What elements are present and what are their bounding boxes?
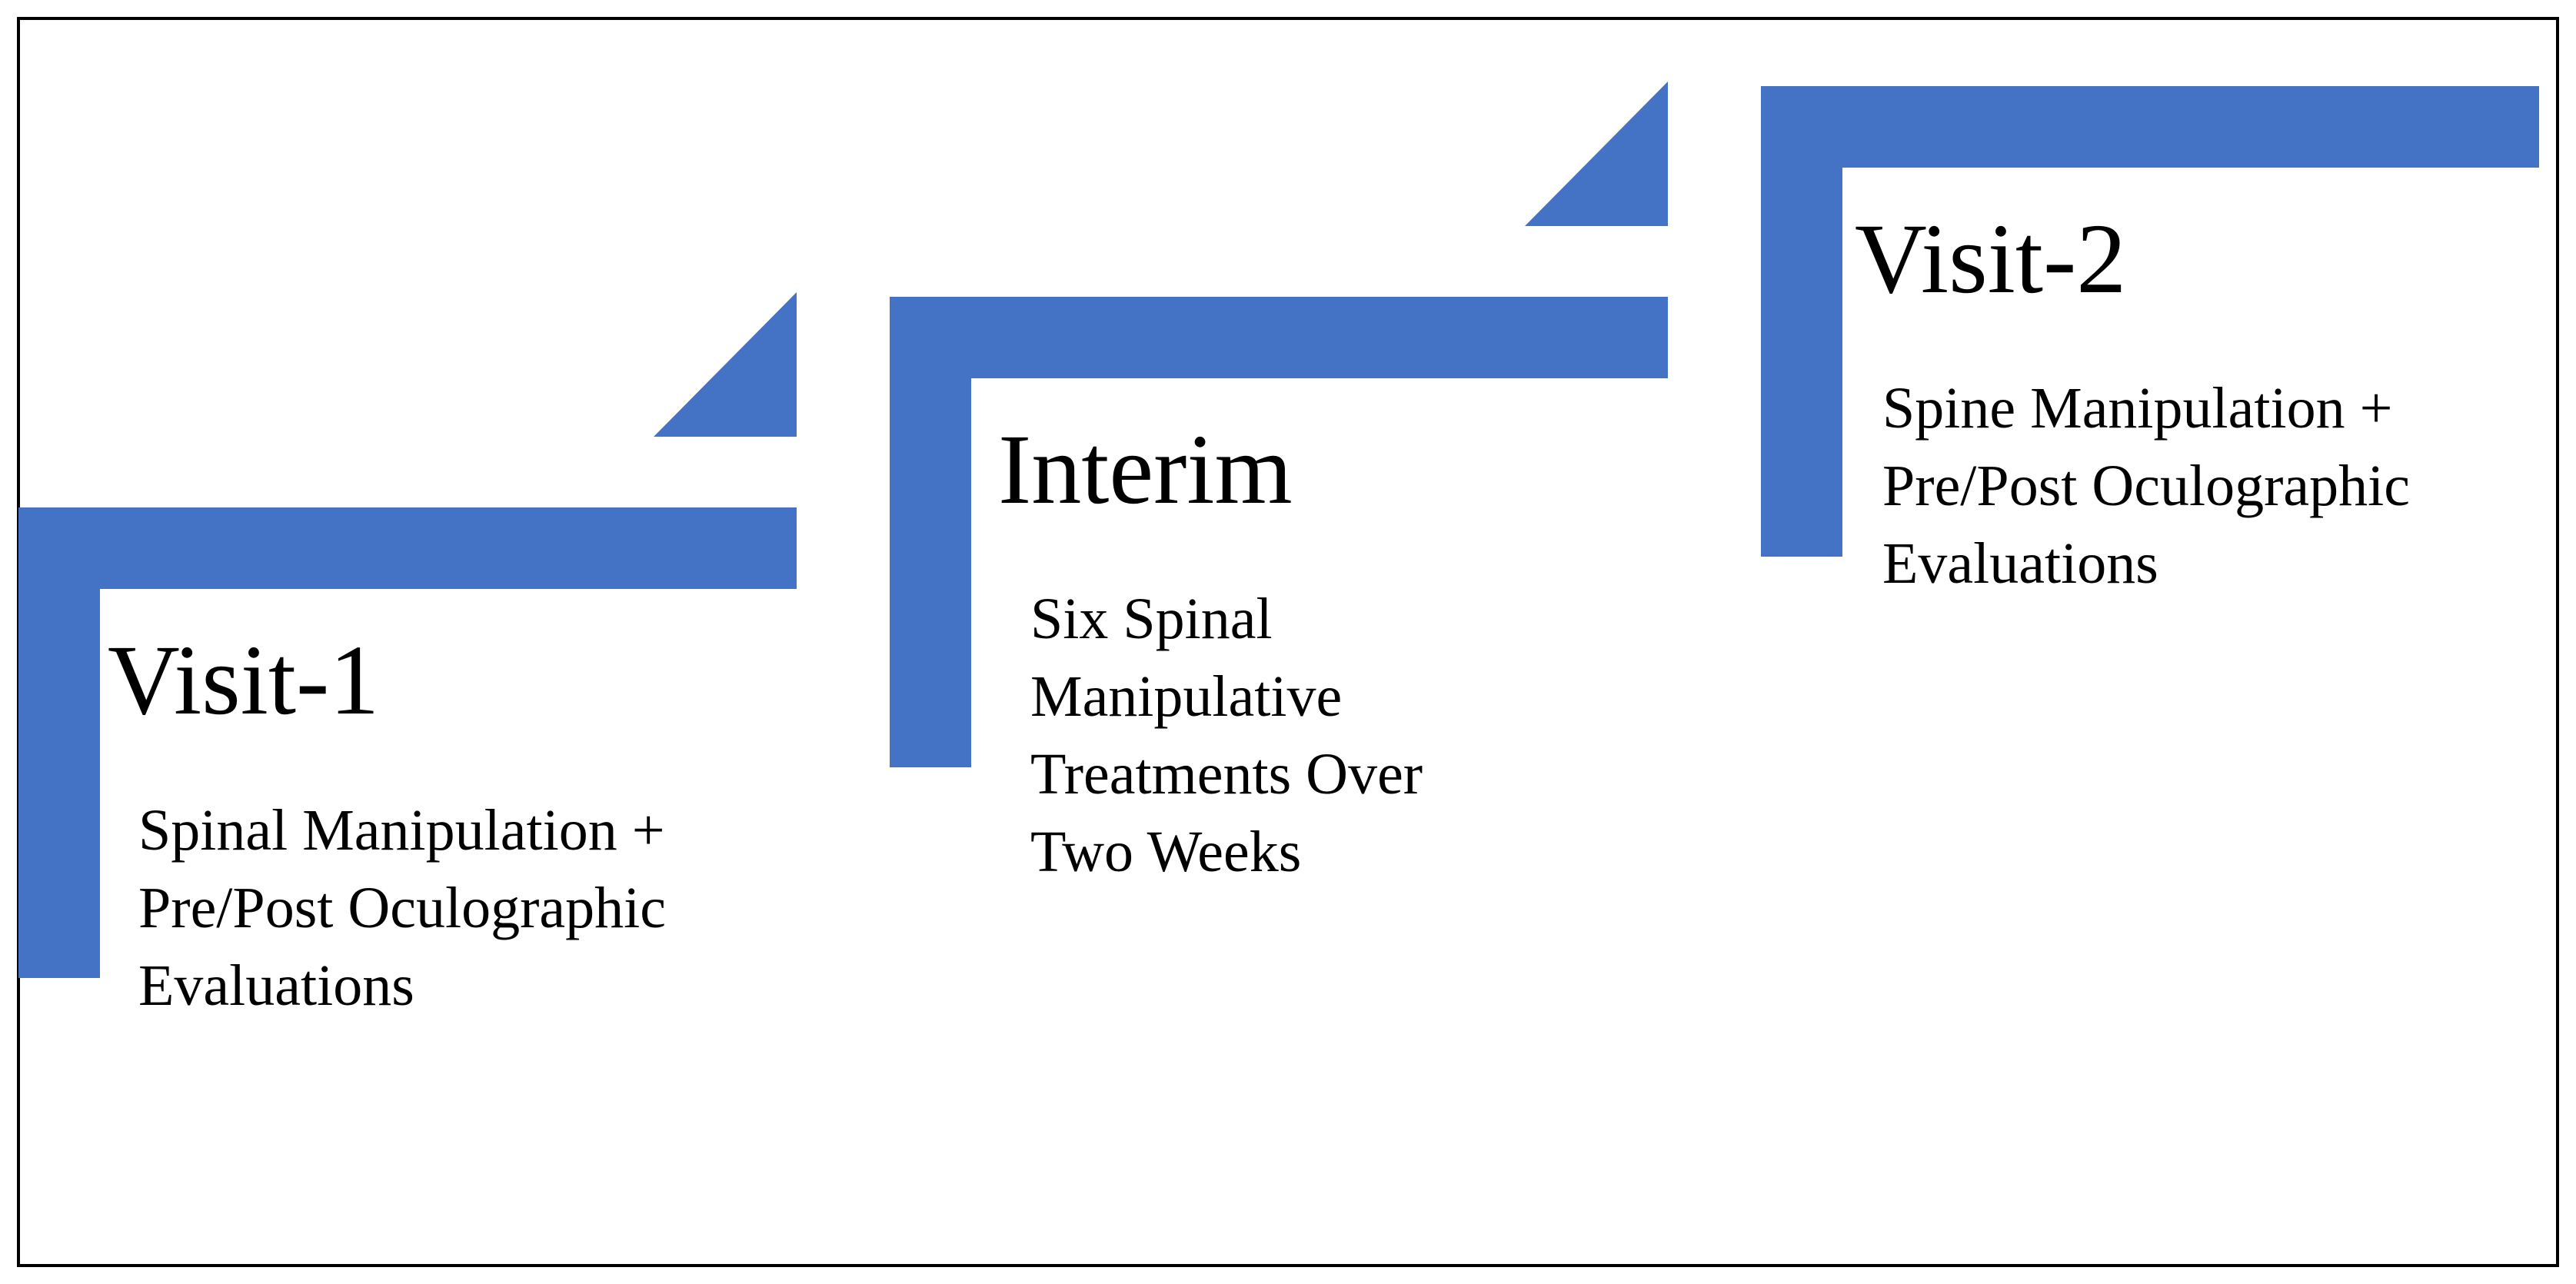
step-3-title: Visit-2 — [1855, 204, 2126, 314]
step-1-description-line-1: Spinal Manipulation + — [138, 798, 665, 863]
step-2-arrow — [1525, 81, 1668, 226]
step-2-bracket — [890, 297, 1668, 767]
step-2-title: Interim — [998, 414, 1293, 525]
step-1-arrow — [654, 292, 797, 437]
outer-frame — [17, 17, 2559, 1267]
step-3-description-line-2: Pre/Post Oculographic — [1882, 454, 2410, 518]
step-visit-2: Visit-2 Spine Manipulation + Pre/Post Oc… — [1761, 86, 2539, 596]
step-2-description: Six Spinal Manipulative Treatments Over … — [1030, 587, 1437, 884]
step-1-description-line-2: Pre/Post Oculographic — [138, 876, 666, 940]
step-2-description-line-4: Two Weeks — [1030, 820, 1301, 884]
step-2-description-line-2: Manipulative — [1030, 664, 1342, 729]
step-2-description-line-3: Treatments Over — [1030, 742, 1423, 807]
step-3-bracket — [1761, 86, 2539, 557]
step-1-description-line-3: Evaluations — [138, 953, 414, 1018]
step-1-description: Spinal Manipulation + Pre/Post Oculograp… — [138, 798, 681, 1018]
step-3-description: Spine Manipulation + Pre/Post Oculograph… — [1882, 376, 2425, 596]
step-3-description-line-3: Evaluations — [1882, 531, 2158, 596]
step-interim: Interim Six Spinal Manipulative Treatmen… — [890, 81, 1668, 884]
step-visit-1: Visit-1 Spinal Manipulation + Pre/Post O… — [18, 292, 797, 1018]
step-1-bracket — [18, 507, 797, 978]
step-1-title: Visit-1 — [108, 625, 379, 736]
step-2-description-line-1: Six Spinal — [1030, 587, 1273, 651]
step-3-description-line-1: Spine Manipulation + — [1882, 376, 2392, 441]
